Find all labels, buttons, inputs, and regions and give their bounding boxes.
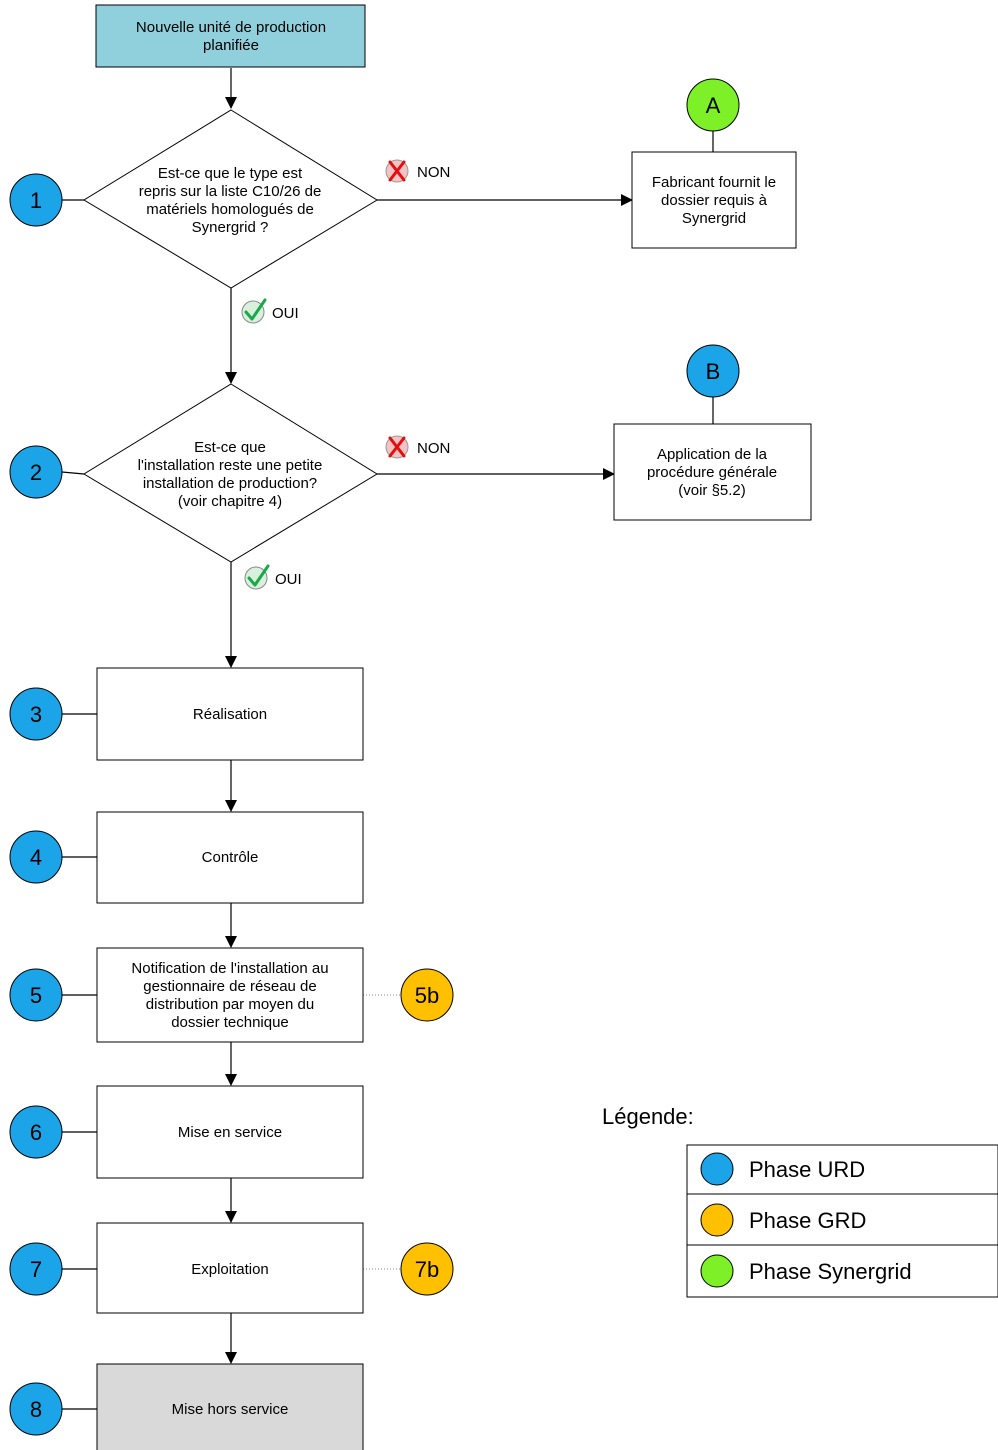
step-badge-8-label: 8 [30, 1397, 42, 1422]
no-label-2: NON [417, 440, 450, 457]
step-6-text: Mise en service [178, 1124, 282, 1141]
yes-label-2: OUI [275, 571, 302, 588]
text-line: repris sur la liste C10/26 de [139, 183, 322, 200]
text-line: (voir chapitre 4) [178, 493, 282, 510]
step-badge-2-label: 2 [30, 460, 42, 485]
text-line: Synergrid ? [192, 219, 269, 236]
text-line: dossier technique [171, 1014, 289, 1031]
text-line: Synergrid [682, 210, 746, 227]
text-line: Contrôle [202, 849, 259, 866]
yes-label-1: OUI [272, 305, 299, 322]
check-icon [244, 564, 270, 590]
legend-label-grd: Phase GRD [749, 1208, 866, 1233]
step-badge-5b-label: 5b [415, 983, 439, 1008]
text-line: Notification de l'installation au [131, 960, 328, 977]
badge-a-label: A [706, 93, 721, 118]
no-answer-2: NON [385, 435, 450, 459]
step-8-text: Mise hors service [172, 1401, 289, 1418]
step-6-box: Mise en service [96, 1085, 364, 1179]
step-badge-7-label: 7 [30, 1257, 42, 1282]
step-badge-7b-label: 7b [415, 1257, 439, 1282]
legend-label-synergrid: Phase Synergrid [749, 1259, 912, 1284]
step-badge-3-label: 3 [30, 702, 42, 727]
step-badge-1-label: 1 [30, 188, 42, 213]
legend-item-synergrid: Phase Synergrid [700, 1254, 912, 1288]
text-line: Exploitation [191, 1261, 269, 1278]
step-badge-4: 4 [9, 830, 63, 884]
step-badge-1: 1 [9, 173, 63, 227]
text-line: dossier requis à [661, 192, 768, 209]
text-line: gestionnaire de réseau de [143, 978, 316, 995]
no-answer-1: NON [385, 159, 450, 183]
text-line: Réalisation [193, 706, 267, 723]
dotted-connectors [363, 994, 401, 1270]
check-icon [241, 298, 267, 324]
step-badge-2: 2 [9, 445, 63, 499]
step-3-text: Réalisation [193, 706, 267, 723]
text-line: distribution par moyen du [146, 996, 314, 1013]
text-line: (voir §5.2) [678, 482, 746, 499]
step-badge-5: 5 [9, 968, 63, 1022]
text-line: Est-ce que le type est [158, 165, 303, 182]
badge-a: A [686, 78, 740, 132]
text-line: procédure générale [647, 464, 777, 481]
cross-icon [385, 435, 409, 459]
badge-b: B [686, 344, 740, 398]
text-line: installation de production? [143, 475, 317, 492]
step-7-text: Exploitation [191, 1261, 269, 1278]
legend-item-grd: Phase GRD [700, 1203, 866, 1237]
step-badge-6-label: 6 [30, 1120, 42, 1145]
yes-answer-2: OUI [244, 564, 302, 590]
text-line: Nouvelle unité de production [136, 19, 326, 36]
step-badge-4-label: 4 [30, 845, 42, 870]
legend-title: Légende: [602, 1104, 694, 1129]
legend-label-urd: Phase URD [749, 1157, 865, 1182]
text-line: l'installation reste une petite [138, 457, 323, 474]
step-3-box: Réalisation [96, 667, 364, 761]
step-badge-5-label: 5 [30, 983, 42, 1008]
step-badge-3: 3 [9, 687, 63, 741]
no-label-1: NON [417, 164, 450, 181]
badge-b-label: B [706, 359, 721, 384]
text-line: Fabricant fournit le [652, 174, 776, 191]
text-line: matériels homologués de [146, 201, 314, 218]
text-line: Mise en service [178, 1124, 282, 1141]
step-4-box: Contrôle [96, 811, 364, 904]
step-badge-7b: 7b [400, 1242, 454, 1296]
text-line: Application de la [657, 446, 768, 463]
step-8-box: Mise hors service [96, 1363, 364, 1450]
text-line: Mise hors service [172, 1401, 289, 1418]
yes-answer-1: OUI [241, 298, 299, 324]
step-badge-5b: 5b [400, 968, 454, 1022]
text-line: Est-ce que [194, 439, 266, 456]
legend-item-urd: Phase URD [700, 1152, 865, 1186]
step-badge-7: 7 [9, 1242, 63, 1296]
connectors [61, 68, 714, 1410]
legend: Légende: Phase URD Phase GRD Phase Syner… [602, 1104, 998, 1298]
step-badge-8: 8 [9, 1382, 63, 1436]
step-badge-6: 6 [9, 1105, 63, 1159]
step-4-text: Contrôle [202, 849, 259, 866]
step-7-box: Exploitation [96, 1222, 364, 1314]
cross-icon [385, 159, 409, 183]
text-line: planifiée [203, 37, 259, 54]
